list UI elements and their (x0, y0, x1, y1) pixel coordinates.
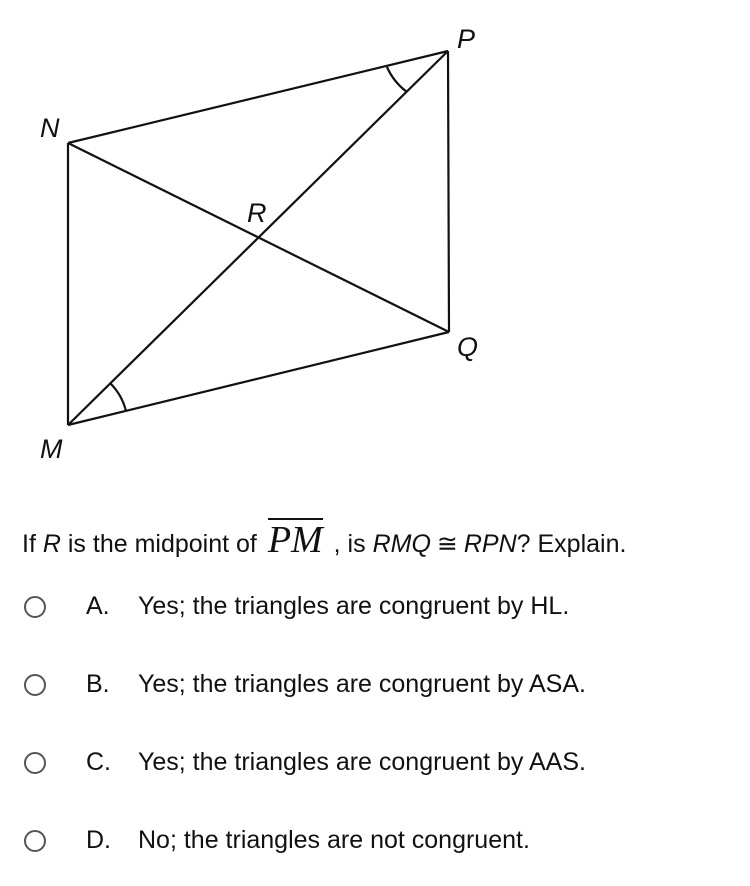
q-comma-is: , is (333, 530, 366, 558)
radio-button-c[interactable] (24, 751, 46, 774)
choice-text: Yes; the triangles are congruent by HL. (138, 592, 570, 620)
choice-text: Yes; the triangles are congruent by ASA. (138, 670, 586, 698)
choice-letter: D. (86, 826, 111, 854)
choice-b[interactable]: B. Yes; the triangles are congruent by A… (24, 670, 586, 699)
choice-a[interactable]: A. Yes; the triangles are congruent by H… (24, 592, 569, 621)
side-qm (67, 330, 450, 427)
label-n: N (40, 113, 60, 143)
radio-button-d[interactable] (24, 829, 46, 852)
label-r: R (247, 198, 267, 228)
choice-letter: B. (86, 670, 110, 698)
q-prefix: If (22, 530, 36, 558)
radio-button-b[interactable] (24, 673, 46, 696)
angle-mark-p (385, 66, 408, 93)
q-suffix: ? Explain. (516, 530, 627, 558)
choice-letter: C. (86, 748, 111, 776)
side-np (67, 49, 449, 145)
label-q: Q (457, 332, 478, 362)
radio-button-a[interactable] (24, 595, 46, 618)
diagonal-nq (67, 142, 450, 333)
angle-mark-m (109, 382, 128, 412)
label-p: P (457, 24, 475, 54)
question-text: If R is the midpoint of PM , is RMQ≅RPN?… (22, 518, 626, 560)
choice-letter: A. (86, 592, 110, 620)
choice-text: No; the triangles are not congruent. (138, 826, 530, 854)
choice-c[interactable]: C. Yes; the triangles are congruent by A… (24, 748, 586, 777)
segment-pm: PM (267, 518, 323, 561)
side-pq (446, 50, 451, 333)
label-m: M (40, 434, 63, 464)
q-var-r: R (42, 530, 61, 558)
q-mid: is the midpoint of (67, 530, 257, 558)
congruent-symbol: ≅ (436, 530, 458, 558)
choice-text: Yes; the triangles are congruent by AAS. (138, 748, 586, 776)
triangle-rmq: RMQ (372, 530, 431, 558)
geometry-figure: P N R Q M (40, 24, 478, 464)
triangle-rpn: RPN (463, 530, 517, 558)
choice-d[interactable]: D. No; the triangles are not congruent. (24, 826, 530, 855)
